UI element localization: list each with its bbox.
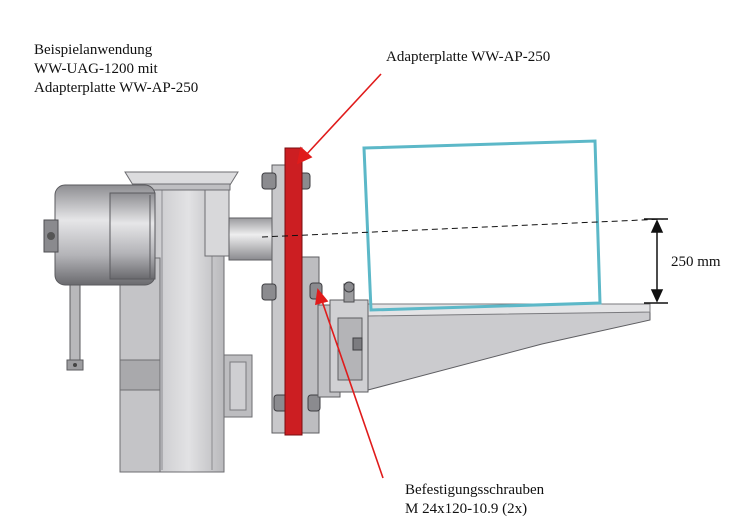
load-box [362,139,602,312]
title-line-1: Beispielanwendung [34,42,153,58]
machine-column [119,171,253,473]
load-center-line [261,218,665,238]
pointer-arrows [296,73,384,479]
bolts-label-line-2: M 24x120-10.9 (2x) [405,501,528,517]
dimension-250mm [644,218,668,304]
mounting-flange [271,164,320,434]
title-line-2: WW-UAG-1200 mit [34,61,158,77]
motor-housing [43,184,156,371]
adapter-plate [284,147,303,436]
title-block: Beispielanwendung WW-UAG-1200 mit Adapte… [34,41,198,98]
dimension-label: 250 mm [671,254,721,270]
title-line-3: Adapterplatte WW-AP-250 [34,80,199,96]
bolts-label-line-1: Befestigungsschrauben [405,482,545,498]
bolts-label: Befestigungsschrauben M 24x120-10.9 (2x) [405,481,544,519]
adapter-plate-label: Adapterplatte WW-AP-250 [386,49,551,65]
